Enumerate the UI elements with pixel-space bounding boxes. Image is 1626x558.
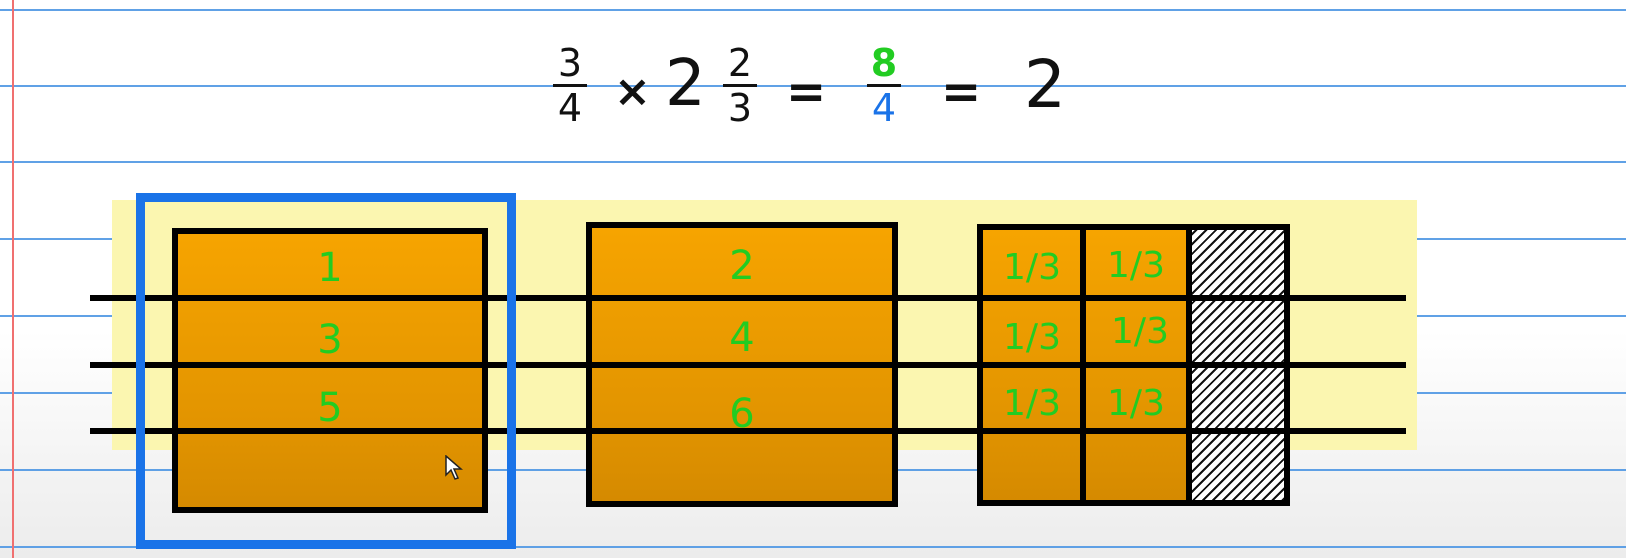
box3-label: 1/3 — [1003, 317, 1061, 358]
ruled-line — [0, 9, 1626, 11]
margin-line — [12, 0, 14, 558]
whole-number: 2 — [665, 47, 706, 121]
box3-label: 1/3 — [1003, 247, 1061, 288]
fraction-two-thirds: 2 3 — [720, 44, 760, 127]
result-number: 2 — [1024, 46, 1066, 123]
whole-box-1 — [172, 228, 488, 513]
division-line — [90, 362, 1406, 368]
box1-label: 3 — [317, 317, 343, 363]
equals-sign: = — [941, 64, 982, 120]
ruled-line — [0, 85, 1626, 87]
box3-label: 1/3 — [1107, 245, 1165, 286]
fraction-bar — [553, 84, 587, 87]
fraction-eight-quarters: 8 4 — [862, 44, 906, 127]
equals-sign: = — [786, 64, 827, 120]
division-line — [90, 295, 1406, 301]
times-sign: × — [614, 66, 651, 117]
box2-label: 6 — [729, 391, 755, 437]
fraction-denominator: 4 — [871, 86, 897, 130]
box2-label: 4 — [729, 315, 755, 361]
box3-label: 1/3 — [1107, 383, 1165, 424]
box3-label: 1/3 — [1111, 311, 1169, 352]
fraction-three-quarters: 3 4 — [550, 44, 590, 127]
box2-label: 2 — [729, 243, 755, 289]
fraction-numerator: 2 — [727, 41, 753, 85]
ruled-line — [0, 546, 1626, 548]
fraction-numerator: 3 — [557, 41, 583, 85]
division-line — [90, 428, 1406, 434]
ruled-line — [0, 161, 1626, 163]
fraction-denominator: 3 — [727, 86, 753, 130]
selection-frame[interactable] — [136, 193, 516, 549]
cursor-icon — [445, 455, 463, 480]
fraction-bar — [867, 84, 901, 87]
fraction-denominator: 4 — [557, 86, 583, 130]
box3-label: 1/3 — [1003, 383, 1061, 424]
box1-label: 1 — [317, 245, 343, 291]
fraction-numerator: 8 — [870, 41, 898, 85]
box1-label: 5 — [317, 385, 343, 431]
fraction-bar — [723, 84, 757, 87]
